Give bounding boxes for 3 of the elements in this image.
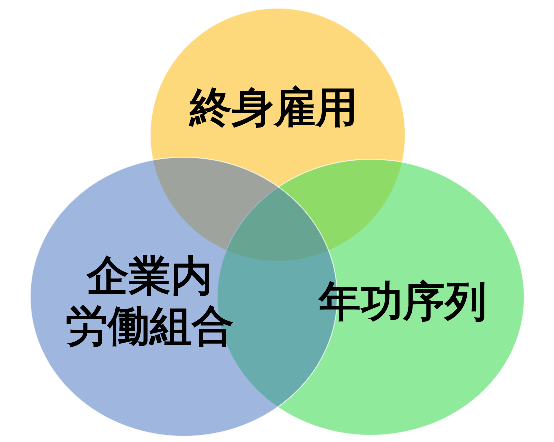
venn-label: 年功序列 — [319, 276, 487, 328]
venn-label: 終身雇用 — [190, 82, 358, 134]
venn-label: 企業内労働組合 — [66, 252, 234, 352]
